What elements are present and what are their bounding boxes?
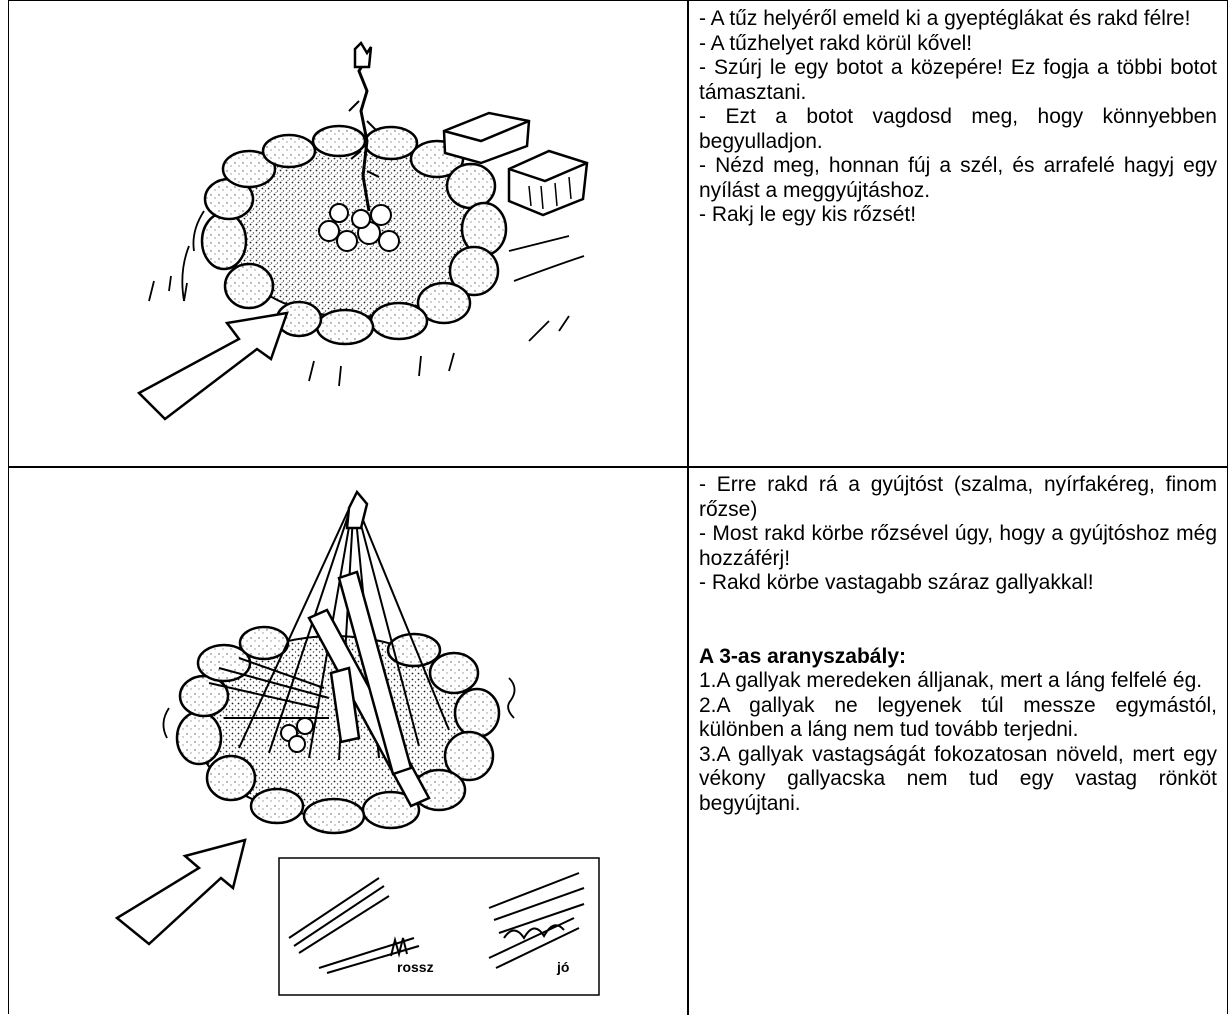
instruction-line: - A tűzhelyet rakd körül kővel!	[699, 32, 1217, 57]
instruction-table: - A tűz helyéről emeld ki a gyeptéglákat…	[8, 0, 1228, 1014]
instruction-line: - Erre rakd rá a gyújtóst (szalma, nyírf…	[699, 473, 1217, 522]
instruction-line: - A tűz helyéről emeld ki a gyeptéglákat…	[699, 7, 1217, 32]
jo-label: jó	[556, 959, 569, 975]
instruction-line: - Rakd körbe vastagabb száraz gallyakkal…	[699, 571, 1217, 596]
instruction-line: - Nézd meg, honnan fúj a szél, és arrafe…	[699, 154, 1217, 203]
golden-rule-1: 1.A gallyak meredeken álljanak, mert a l…	[699, 669, 1217, 694]
rossz-label: rossz	[397, 959, 434, 975]
step-list-1: - A tűz helyéről emeld ki a gyeptéglákat…	[699, 7, 1217, 228]
instruction-line: - Most rakd körbe rőzsével úgy, hogy a g…	[699, 522, 1217, 571]
instruction-line: - Rakj le egy kis rőzsét!	[699, 203, 1217, 228]
campfire-build-illustration-cell: rossz jó	[9, 468, 687, 1015]
golden-rule-2: 2.A gallyak ne legyenek túl messze egymá…	[699, 694, 1217, 743]
instruction-line: - Ezt a botot vagdosd meg, hogy könnyebb…	[699, 105, 1217, 154]
teepee-fire-illustration: rossz jó	[9, 468, 687, 1015]
fire-pit-stone-ring-illustration	[9, 1, 687, 466]
golden-rule-3: 3.A gallyak vastagságát fokozatosan növe…	[699, 743, 1217, 817]
instruction-line: - Szúrj le egy botot a közepére! Ez fogj…	[699, 56, 1217, 105]
fire-pit-illustration-cell	[9, 1, 687, 466]
step-list-2: - Erre rakd rá a gyújtóst (szalma, nyírf…	[699, 473, 1217, 816]
column-divider	[687, 1, 689, 1015]
golden-rule-heading: A 3-as aranyszabály:	[699, 645, 1217, 670]
rossz-jo-inset: rossz jó	[279, 858, 599, 995]
